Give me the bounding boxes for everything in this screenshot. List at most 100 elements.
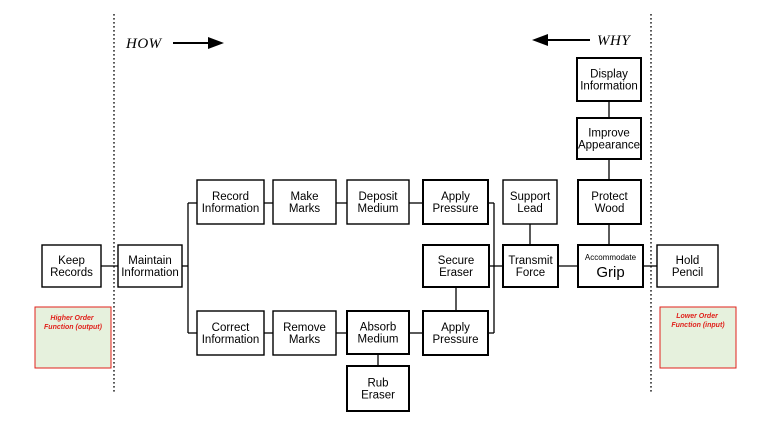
box-absorb-medium-line-1: Absorb <box>360 322 396 334</box>
box-record-information-frame <box>196 179 265 225</box>
why-arrow <box>532 34 590 46</box>
box-apply-pressure-bottom-line-2: Pressure <box>432 334 478 346</box>
box-apply-pressure-bottom-frame <box>422 310 489 356</box>
box-remove-marks-line-1: Remove <box>283 322 326 334</box>
box-display-information-line-1: Display <box>590 69 628 81</box>
box-apply-pressure-top-line-1: Apply <box>441 191 470 203</box>
box-accommodate-grip-line-1: Accommodate <box>585 253 637 262</box>
box-improve-appearance-frame <box>576 117 642 160</box>
higher-order-note-line-1: Higher Order <box>50 315 94 322</box>
box-keep-records-line-2: Records <box>50 267 93 279</box>
box-transmit-force-line-2: Force <box>516 267 545 279</box>
box-secure-eraser-line-1: Secure <box>438 255 474 267</box>
box-keep-records-line-1: Keep <box>58 255 85 267</box>
box-remove-marks-line-2: Marks <box>289 334 321 346</box>
box-maintain-information-line-2: Information <box>121 267 179 279</box>
box-correct-information-line-1: Correct <box>212 322 251 334</box>
higher-order-note-line-2: Function (output) <box>44 324 103 331</box>
svg-text:Higher Order Function: Higher Order Function (output) <box>44 315 103 331</box>
box-deposit-medium-line-2: Medium <box>358 203 399 215</box>
box-hold-pencil-frame <box>656 244 719 288</box>
box-maintain-information-line-1: Maintain <box>128 255 171 267</box>
box-correct-information-line-2: Information <box>202 334 260 346</box>
box-hold-pencil-line-1: Hold <box>676 255 700 267</box>
box-rub-eraser-frame <box>346 365 410 412</box>
box-protect-wood-line-2: Wood <box>595 203 625 215</box>
box-apply-pressure-top-line-2: Pressure <box>432 203 478 215</box>
box-maintain-information-frame <box>117 244 183 288</box>
lower-order-note-line-1: Lower Order <box>676 313 719 320</box>
box-correct-information-frame <box>196 310 265 356</box>
box-apply-pressure-bottom-line-1: Apply <box>441 322 470 334</box>
box-display-information-line-2: Information <box>580 81 638 93</box>
box-protect-wood-frame <box>577 179 642 225</box>
box-make-marks-frame <box>272 179 337 225</box>
box-improve-appearance-line-2: Appearance <box>578 140 640 152</box>
higher-order-function-note: Higher Order Function (output) <box>34 306 112 369</box>
box-transmit-force-line-1: Transmit <box>508 255 553 267</box>
box-remove-marks-frame <box>272 310 337 356</box>
box-keep-records-frame <box>41 244 102 288</box>
box-absorb-medium-frame <box>346 310 410 355</box>
lower-order-note-box <box>659 306 737 369</box>
higher-order-note-box <box>34 306 112 369</box>
box-make-marks-line-1: Make <box>290 191 318 203</box>
box-deposit-medium-frame <box>346 179 410 225</box>
connector-lines <box>101 101 657 366</box>
why-heading: WHY <box>597 33 631 49</box>
how-heading: HOW <box>125 36 163 52</box>
svg-text:Lower Order Function (: Lower Order Function (input) <box>671 313 725 329</box>
box-deposit-medium-line-1: Deposit <box>359 191 399 203</box>
box-display-information-frame <box>576 57 642 102</box>
box-support-lead-line-1: Support <box>510 191 551 203</box>
box-support-lead-frame <box>502 179 558 225</box>
box-apply-pressure-top-frame <box>422 179 489 225</box>
box-accommodate-grip-frame <box>577 244 644 288</box>
box-secure-eraser-line-2: Eraser <box>439 267 473 279</box>
box-secure-eraser-frame <box>422 244 490 288</box>
box-protect-wood-line-1: Protect <box>591 191 628 203</box>
lower-order-note-line-2: Function (input) <box>671 322 725 329</box>
box-accommodate-grip-line-2: Grip <box>596 264 624 281</box>
box-support-lead-line-2: Lead <box>517 203 543 215</box>
box-record-information-line-1: Record <box>212 191 249 203</box>
box-make-marks-line-2: Marks <box>289 203 321 215</box>
box-record-information-line-2: Information <box>202 203 260 215</box>
box-improve-appearance-line-1: Improve <box>588 128 630 140</box>
box-rub-eraser-line-2: Eraser <box>361 390 395 402</box>
